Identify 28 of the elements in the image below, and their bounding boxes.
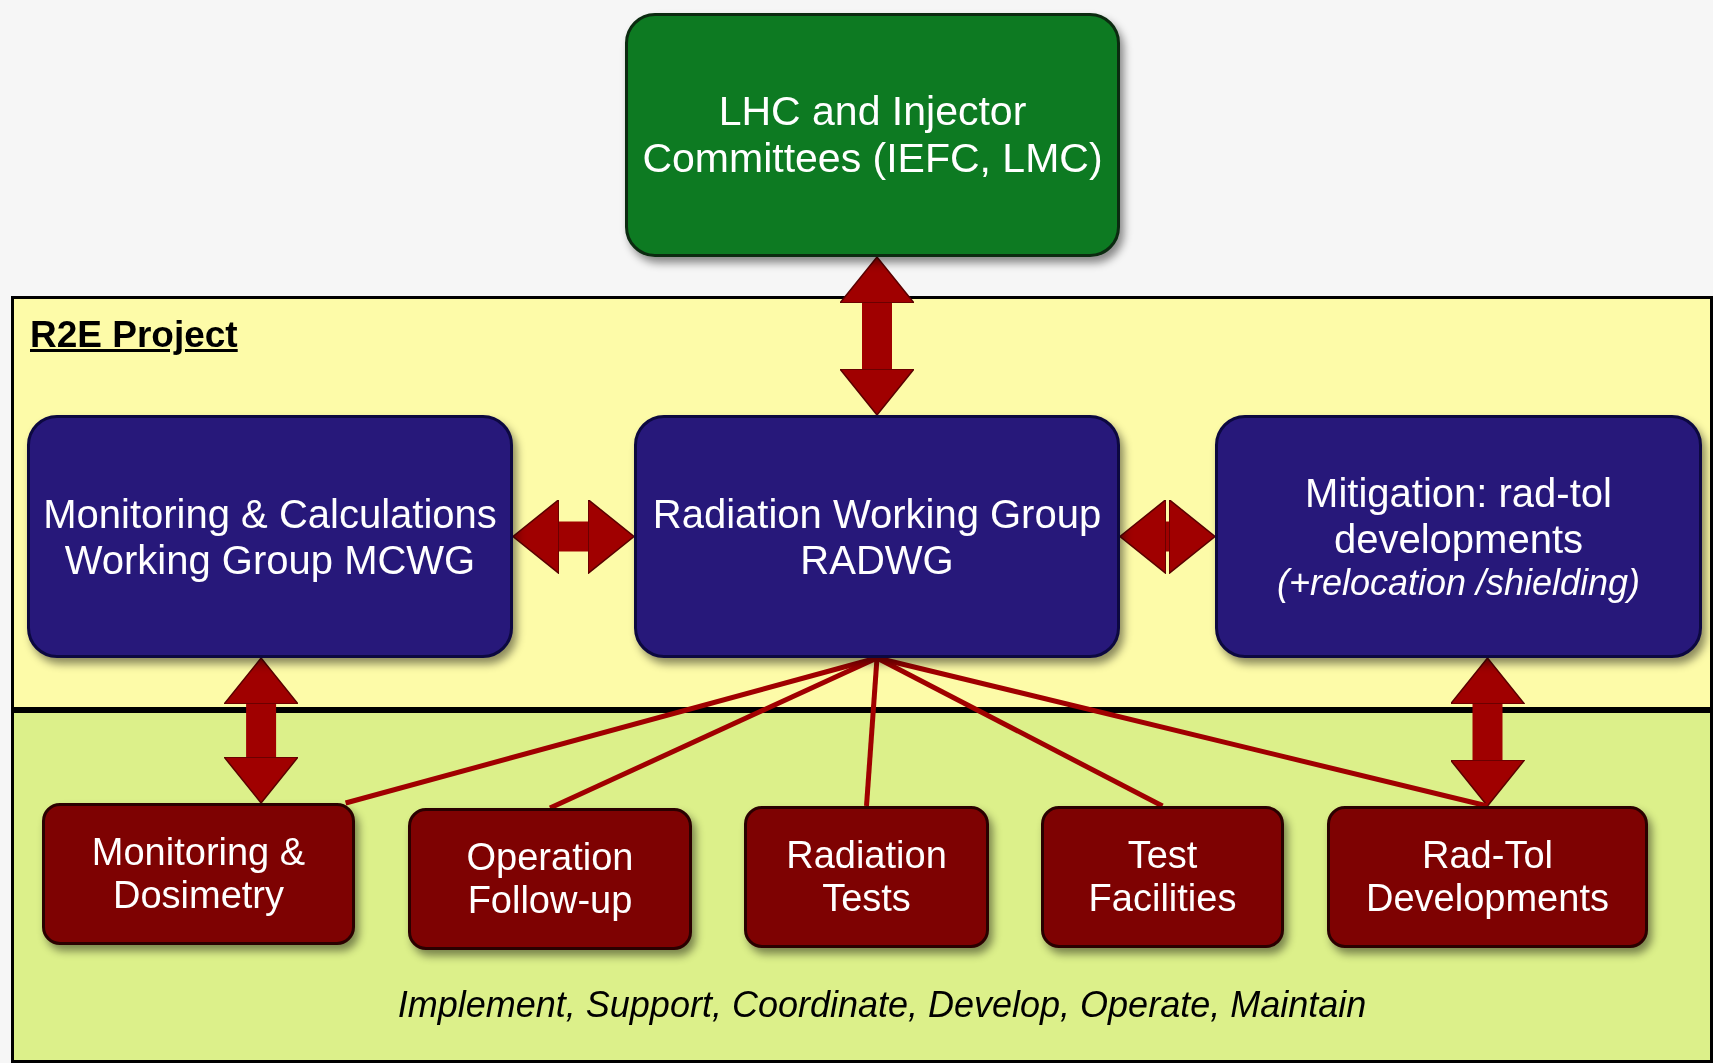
double-arrow	[1449, 657, 1526, 807]
activity-box	[42, 803, 355, 945]
activity-box	[744, 806, 989, 948]
double-arrow	[223, 657, 299, 804]
box-label: Mitigation: rad-tol developments	[1304, 469, 1613, 562]
committee-box	[625, 13, 1120, 257]
working-group-box	[1215, 415, 1702, 658]
working-group-box	[634, 415, 1120, 658]
activity-box	[1041, 806, 1284, 948]
project-band	[11, 296, 1713, 710]
box-label: Monitoring & Calculations Working Group MCWG	[42, 490, 498, 583]
box-note: (+relocation /shielding)	[1276, 561, 1641, 604]
box-label: Operation Follow-up	[465, 836, 635, 922]
box-label: Radiation Tests	[785, 834, 948, 920]
activity-box	[408, 808, 692, 950]
box-label: Monitoring & Dosimetry	[90, 831, 307, 917]
box-label: Implement, Support, Coordinate, Develop, Operate, Maintain	[396, 983, 1367, 1027]
working-group-box	[27, 415, 513, 658]
activity-band	[11, 710, 1713, 1063]
double-arrow	[839, 256, 915, 416]
box-label: Test Facilities	[1087, 834, 1238, 920]
box-label: R2E Project	[30, 313, 239, 357]
double-arrow	[512, 498, 635, 575]
box-label: Rad-Tol Developments	[1365, 834, 1610, 920]
box-label: LHC and Injector Committees (IEFC, LMC)	[641, 87, 1104, 183]
double-arrow	[1119, 498, 1216, 575]
activity-box	[1327, 806, 1648, 948]
box-label: Radiation Working Group RADWG	[651, 490, 1103, 583]
